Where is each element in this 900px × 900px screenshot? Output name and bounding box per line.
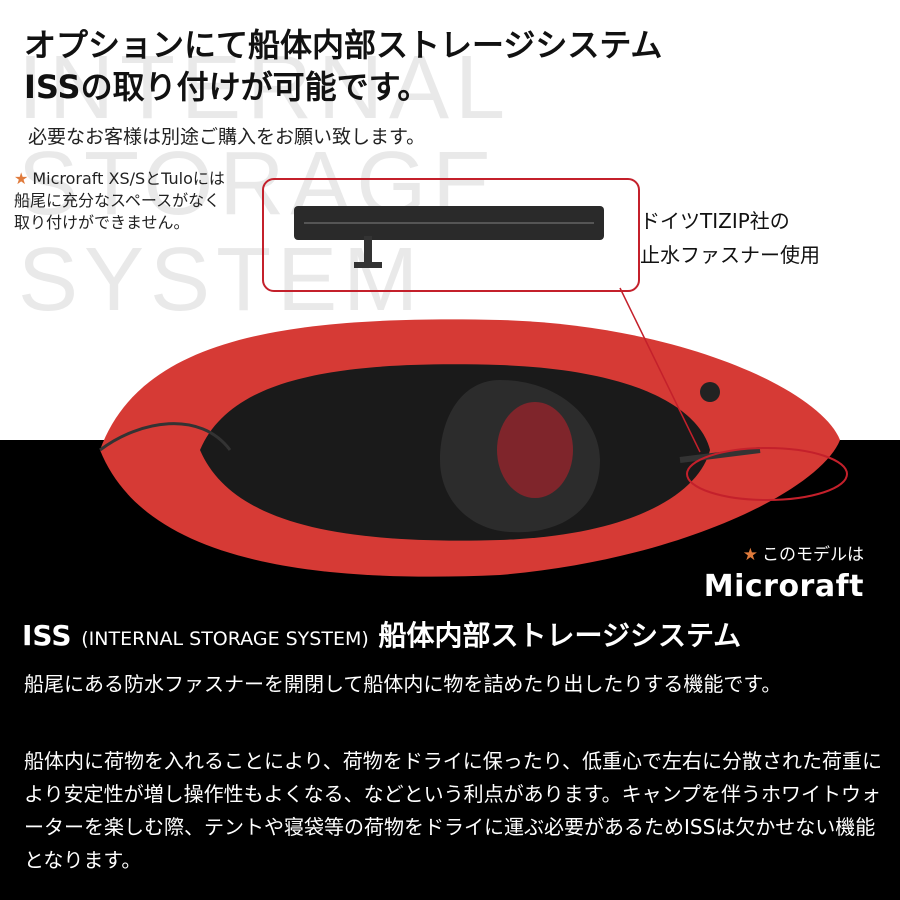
compat-note: ★Microraft XS/SとTuloには船尾に充分なスペースがなく取り付けが…	[14, 168, 234, 234]
zipper-image	[294, 206, 604, 268]
zipper-label-line-1: ドイツTIZIP社の	[640, 209, 790, 233]
title-line-2: ISSの取り付けが可能です。	[24, 68, 430, 106]
title-line-1: オプションにて船体内部ストレージシステム	[24, 26, 663, 64]
iss-heading-jp: 船体内部ストレージシステム	[378, 619, 742, 652]
subtitle: 必要なお客様は別途ご購入をお願い致します。	[28, 126, 426, 148]
zipper-callout-box	[262, 178, 640, 292]
star-icon: ★	[14, 169, 29, 188]
iss-description-2: 船体内に荷物を入れることにより、荷物をドライに保ったり、低重心で左右に分散された…	[24, 749, 882, 872]
model-note: ★このモデルは Microraft	[704, 540, 864, 604]
iss-description-1: 船尾にある防水ファスナーを開閉して船体内に物を詰めたり出したりする機能です。	[24, 672, 782, 696]
star-icon: ★	[742, 545, 758, 565]
zipper-label-line-2: 止水ファスナー使用	[640, 243, 820, 267]
compat-note-text: Microraft XS/SとTuloには船尾に充分なスペースがなく取り付けがで…	[14, 169, 225, 232]
zipper-label: ドイツTIZIP社の 止水ファスナー使用	[640, 204, 820, 272]
page-title: オプションにて船体内部ストレージシステム ISSの取り付けが可能です。	[24, 24, 662, 108]
iss-heading-full: (INTERNAL STORAGE SYSTEM)	[81, 628, 369, 650]
watermark-text: INTERNAL STORAGE SYSTEM	[18, 38, 512, 330]
model-note-label: このモデルは	[762, 545, 864, 565]
model-name: Microraft	[703, 569, 864, 604]
iss-heading-abbr: ISS	[22, 619, 72, 652]
iss-heading: ISS (INTERNAL STORAGE SYSTEM) 船体内部ストレージシ…	[22, 614, 741, 654]
